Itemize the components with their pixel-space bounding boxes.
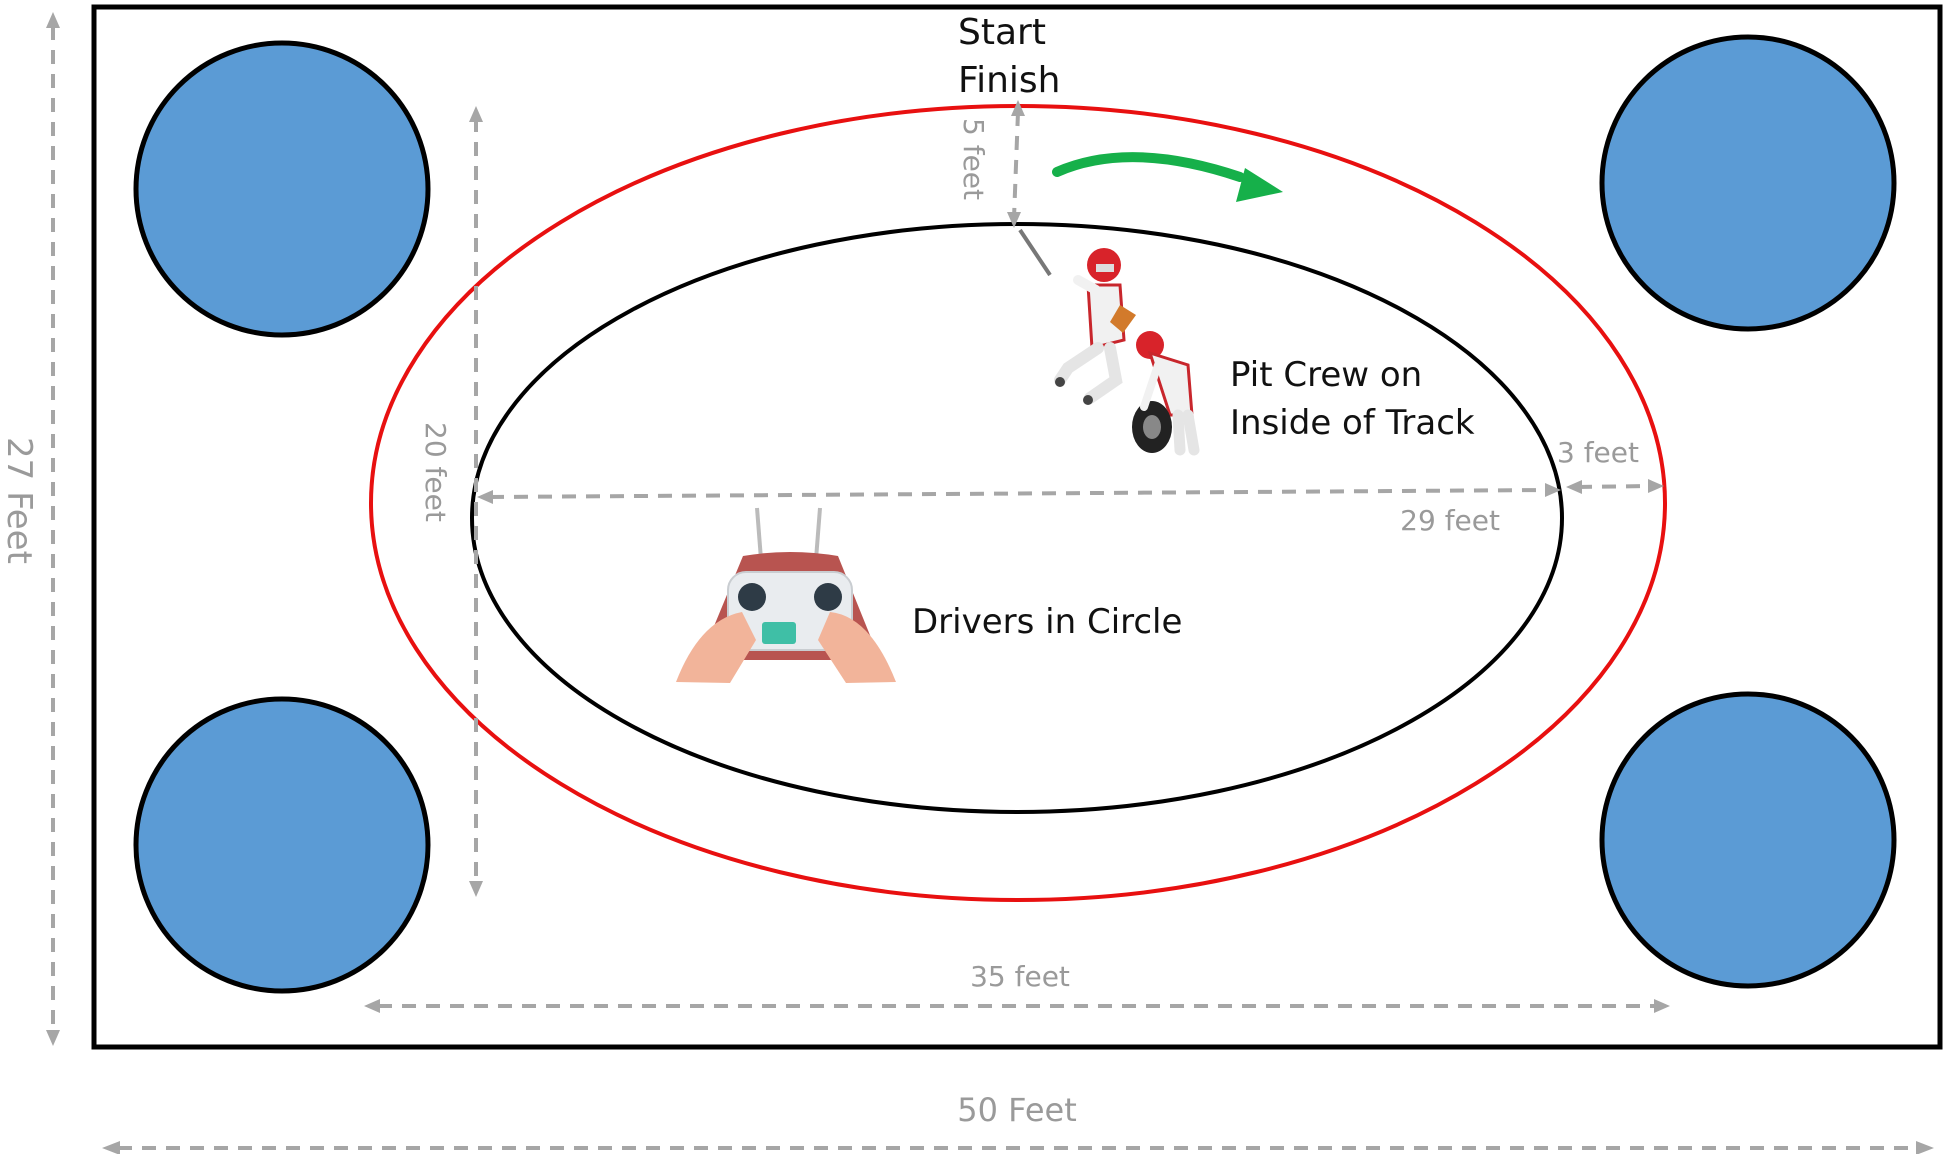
dimension-inner-height [469, 106, 483, 897]
outer-length-label: 35 feet [970, 960, 1070, 993]
dimension-lane-side [1566, 479, 1664, 494]
rc-controller-hands-icon [676, 507, 896, 683]
pillar-top-right [1599, 34, 1897, 332]
dimension-inner-length [477, 483, 1561, 504]
inner-length-label: 29 feet [1400, 504, 1500, 537]
pit-crew-label-line2: Inside of Track [1230, 403, 1475, 443]
pit-crew-figures-icon [1018, 228, 1200, 456]
drivers-label: Drivers in Circle [912, 602, 1182, 642]
start-label: Start [958, 12, 1046, 53]
dimension-total-height [46, 12, 60, 1046]
total-height-label: 27 Feet [0, 437, 39, 564]
dimension-outer-length [364, 999, 1670, 1013]
pillar-bottom-right [1599, 691, 1897, 989]
inner-height-label: 20 feet [419, 422, 452, 522]
lane-side-label: 3 feet [1557, 436, 1639, 469]
dimension-total-width [102, 1141, 1934, 1154]
inner-track [470, 222, 1564, 814]
pillar-top-left [133, 40, 431, 338]
dimension-lane-top [1007, 100, 1025, 228]
pillar-bottom-left [133, 696, 431, 994]
finish-label: Finish [958, 60, 1060, 101]
curved-arrow-icon [1052, 152, 1283, 202]
total-width-label: 50 Feet [957, 1091, 1076, 1129]
pit-crew-label-line1: Pit Crew on [1230, 355, 1422, 395]
lane-top-label: 5 feet [957, 118, 990, 200]
